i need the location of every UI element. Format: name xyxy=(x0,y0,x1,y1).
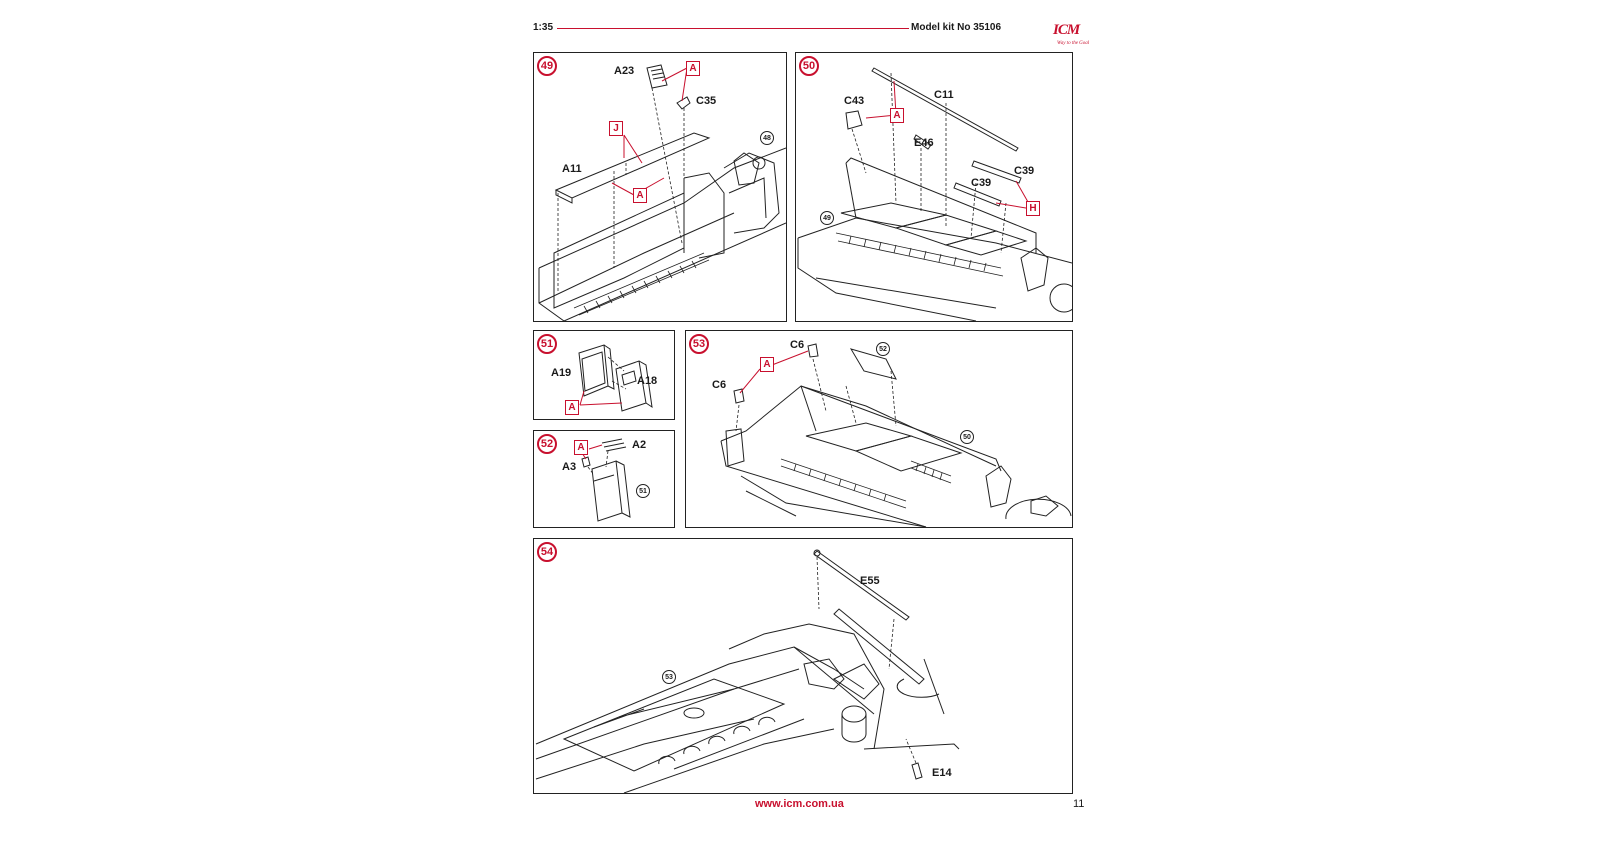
step-53-panel: 53 C6 C6 A 52 50 xyxy=(685,330,1073,528)
part-label-c39: C39 xyxy=(971,177,992,189)
ref-step-51: 51 xyxy=(636,484,650,498)
step-49-panel: 49 A23 C35 A11 A J A 48 xyxy=(533,52,787,322)
part-label-a19: A19 xyxy=(551,367,572,379)
step-52-drawing xyxy=(581,438,631,522)
part-label-c35: C35 xyxy=(696,95,717,107)
step-number: 52 xyxy=(537,434,557,454)
step-49-drawing xyxy=(538,64,786,321)
glue-tag-a: A xyxy=(686,61,700,76)
ref-step-48: 48 xyxy=(760,131,774,145)
icm-logo: ICM Way to the Goal xyxy=(1051,16,1097,50)
step-50-panel: 50 C11 C43 E46 C39 C39 A H 49 xyxy=(795,52,1073,322)
page-number: 11 xyxy=(1073,798,1085,810)
step-number: 49 xyxy=(537,56,557,76)
glue-tag-a: A xyxy=(565,400,579,415)
step-53-drawing xyxy=(720,343,1072,527)
part-label-c11: C11 xyxy=(934,89,954,101)
part-label-e46: E46 xyxy=(914,137,934,149)
instruction-page: 1:35 Model kit No 35106 ICM Way to the G… xyxy=(533,0,1095,850)
part-label-e14: E14 xyxy=(932,767,952,779)
step-54-panel: 54 E55 E14 53 xyxy=(533,538,1073,794)
step-50-drawing xyxy=(797,67,1072,321)
step-number: 53 xyxy=(689,334,709,354)
part-label-c6: C6 xyxy=(712,379,727,391)
glue-tag-h: H xyxy=(1026,201,1040,216)
part-label-c6: C6 xyxy=(790,339,805,351)
kit-number: Model kit No 35106 xyxy=(911,22,1002,33)
ref-step-52: 52 xyxy=(876,342,890,356)
step-number: 54 xyxy=(537,542,557,562)
scale-label: 1:35 xyxy=(533,22,554,33)
part-label-a2: A2 xyxy=(632,439,647,451)
step-52-panel: 52 A2 A3 A 51 xyxy=(533,430,675,528)
ref-step-53: 53 xyxy=(662,670,676,684)
header-rule xyxy=(557,28,909,29)
logo-text: ICM xyxy=(1053,22,1080,38)
glue-tag-j: J xyxy=(609,121,623,136)
part-label-c43: C43 xyxy=(844,95,865,107)
part-label-e55: E55 xyxy=(860,575,880,587)
ref-step-50: 50 xyxy=(960,430,974,444)
step-number: 50 xyxy=(799,56,819,76)
part-label-a23: A23 xyxy=(614,65,635,77)
ref-step-49: 49 xyxy=(820,211,834,225)
part-label-c39: C39 xyxy=(1014,165,1035,177)
step-54-drawing xyxy=(535,549,960,793)
glue-tag-a: A xyxy=(890,108,904,123)
footer-url[interactable]: www.icm.com.ua xyxy=(755,798,844,810)
step-number: 51 xyxy=(537,334,557,354)
part-label-a3: A3 xyxy=(562,461,577,473)
part-label-a18: A18 xyxy=(637,375,658,387)
part-label-a11: A11 xyxy=(562,163,582,175)
glue-tag-a: A xyxy=(633,188,647,203)
logo-tagline: Way to the Goal xyxy=(1057,41,1090,46)
glue-tag-a: A xyxy=(760,357,774,372)
step-51-panel: 51 A19 A18 A xyxy=(533,330,675,420)
step-51-drawing xyxy=(578,344,653,412)
glue-tag-a: A xyxy=(574,440,588,455)
